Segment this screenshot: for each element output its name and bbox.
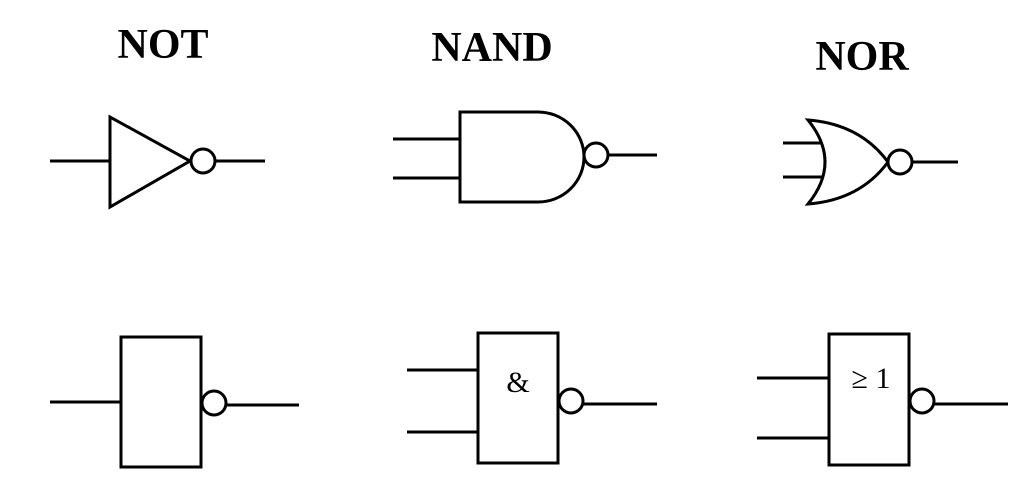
not-triangle (108, 114, 194, 210)
not-iec-box (119, 335, 203, 469)
nor-gate-ansi (783, 118, 958, 206)
not-gate-ansi (50, 114, 265, 210)
nand-iec-box (476, 331, 560, 465)
nand-inversion-bubble (582, 141, 610, 169)
not-gate-iec (50, 335, 299, 469)
title-not: NOT (117, 22, 208, 68)
nor-body (804, 118, 890, 206)
nor-iec-box (827, 332, 911, 467)
nor-gate-iec: ≥ 1 (757, 332, 1008, 467)
nand-gate-ansi (393, 110, 657, 204)
title-nand: NAND (431, 25, 552, 71)
nand-iec-symbol: & (506, 366, 529, 399)
nand-iec-inversion-bubble (557, 387, 585, 415)
nand-body (458, 110, 586, 204)
title-nor: NOR (815, 34, 909, 80)
nand-gate-iec: & (407, 331, 657, 465)
nor-iec-inversion-bubble (908, 387, 936, 415)
nor-iec-symbol: ≥ 1 (852, 362, 891, 395)
nor-inversion-bubble (886, 148, 914, 176)
not-iec-inversion-bubble (200, 389, 228, 417)
not-inversion-bubble (189, 147, 217, 175)
